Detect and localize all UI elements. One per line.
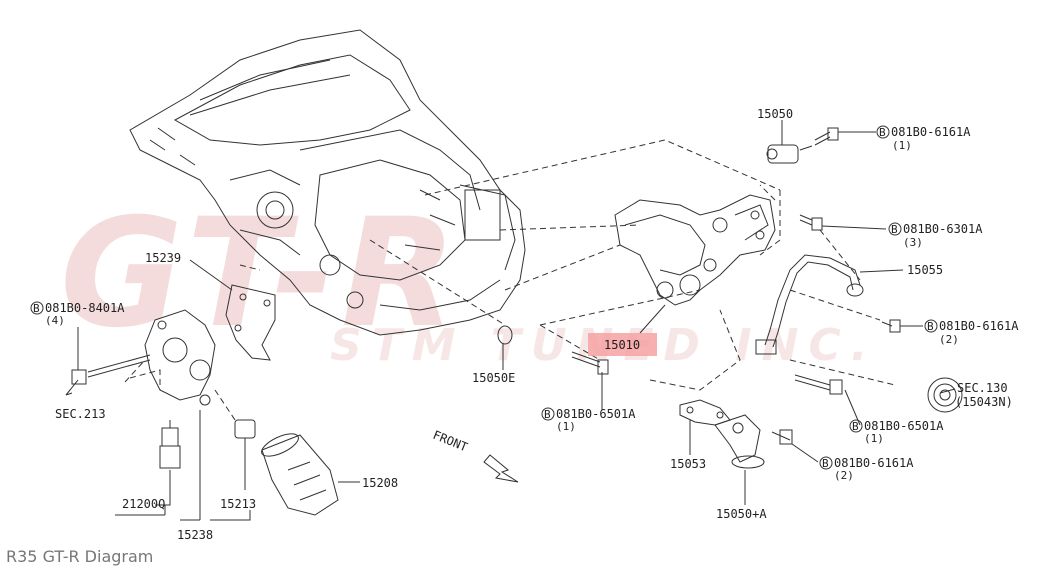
guide-lines xyxy=(124,139,896,421)
front-arrow: FRONT xyxy=(431,428,519,483)
bolt-part: 081B0-6161A xyxy=(834,456,914,470)
bolt-symbol: B xyxy=(544,408,551,421)
bolt-part: 081B0-6161A xyxy=(891,125,971,139)
label-sec130-sub: (15043N) xyxy=(955,395,1013,409)
part-15050a-strainer-drawing xyxy=(714,414,765,469)
bolt-qty: (3) xyxy=(903,236,923,249)
bolt-symbol: B xyxy=(891,223,898,236)
bolt-part: 081B0-6161A xyxy=(939,319,1019,333)
bolt-callout-2: B 081B0-6301A (3) xyxy=(888,222,983,249)
bolt-symbol: B xyxy=(33,302,40,315)
bolt-callout-6: B 081B0-8401A (4) xyxy=(30,301,125,327)
bolt-symbol: B xyxy=(852,420,859,433)
label-sec213: SEC.213 xyxy=(55,407,106,421)
bolt-part: 081B0-6301A xyxy=(903,222,983,236)
leader-lines xyxy=(65,120,956,521)
bolt-symbol: B xyxy=(879,126,886,139)
bolt-callout-5: B 081B0-6161A (2) xyxy=(819,456,914,482)
bolt-qty: (2) xyxy=(834,469,854,482)
label-15050: 15050 xyxy=(757,107,793,121)
label-15055: 15055 xyxy=(907,263,943,277)
bolt-callout-7: B 081B0-6501A (1) xyxy=(541,407,636,433)
label-sec130: SEC.130 xyxy=(957,381,1008,395)
part-15239-gasket-drawing xyxy=(225,284,276,361)
bolt-drawings xyxy=(71,127,901,445)
part-15208-filter-drawing xyxy=(261,433,339,516)
bolt-qty: (1) xyxy=(556,420,576,433)
label-15238: 15238 xyxy=(177,528,213,542)
o-ring-15050e-drawing xyxy=(497,325,513,345)
highlight-15010 xyxy=(588,333,657,356)
bolt-callout-1: B 081B0-6161A (1) xyxy=(876,125,971,152)
label-15213: 15213 xyxy=(220,497,256,511)
bolt-qty: (2) xyxy=(939,333,959,346)
bolt-symbol: B xyxy=(822,457,829,470)
front-label: FRONT xyxy=(431,428,470,455)
part-15055-pipe-drawing xyxy=(755,254,864,355)
diagram-caption: R35 GT-R Diagram xyxy=(6,547,154,566)
bolt-callout-4: B 081B0-6501A (1) xyxy=(849,419,944,445)
bolt-part: 081B0-6501A xyxy=(556,407,636,421)
oil-pump-drawing xyxy=(614,194,776,306)
bolt-symbol: B xyxy=(927,320,934,333)
bolt-part: 081B0-6501A xyxy=(864,419,944,433)
bolt-part: 081B0-8401A xyxy=(45,301,125,315)
part-21200q-sensor-drawing xyxy=(159,420,181,469)
label-15053: 15053 xyxy=(670,457,706,471)
part-15050-drawing xyxy=(766,144,813,164)
bolt-qty: (4) xyxy=(45,314,65,327)
label-15239: 15239 xyxy=(145,251,181,265)
part-15213-fitting-drawing xyxy=(234,419,256,444)
part-15053-gasket-drawing xyxy=(679,399,731,426)
bolt-callout-3: B 081B0-6161A (2) xyxy=(924,319,1019,346)
label-15208: 15208 xyxy=(362,476,398,490)
bolt-qty: (1) xyxy=(892,139,912,152)
label-15050e: 15050E xyxy=(472,371,515,385)
label-15050a: 15050+A xyxy=(716,507,767,521)
engine-block-drawing xyxy=(129,29,526,336)
part-15238-bracket-drawing xyxy=(144,309,216,406)
bolt-qty: (1) xyxy=(864,432,884,445)
sprocket-drawing xyxy=(927,377,963,413)
label-21200q: 21200Q xyxy=(122,497,165,511)
